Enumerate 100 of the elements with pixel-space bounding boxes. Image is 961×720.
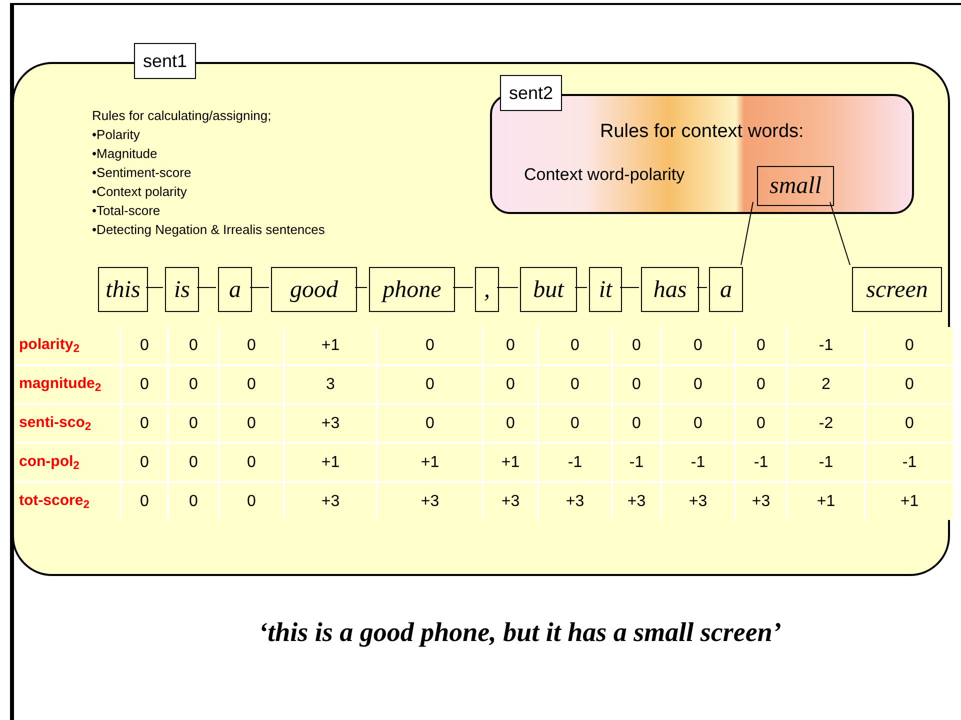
table-cell: +1	[866, 483, 953, 520]
table-cell: 0	[122, 483, 167, 520]
table-cell: 0	[169, 327, 218, 364]
table-cell: +3	[662, 483, 734, 520]
table-cell: +3	[736, 483, 786, 520]
table-cell: 3	[285, 366, 376, 403]
table-cell: 0	[122, 444, 167, 481]
word-box: good	[271, 267, 357, 312]
table-cell: -2	[788, 405, 864, 442]
table-cell: 0	[539, 405, 611, 442]
table-cell: 0	[736, 327, 786, 364]
word-box: is	[165, 267, 199, 312]
table-cell: 0	[484, 366, 537, 403]
connector-line	[696, 287, 708, 288]
table-cell: 0	[662, 327, 734, 364]
connector-line	[830, 202, 850, 266]
table-cell: +1	[285, 327, 376, 364]
panel-text: Context word-polarity	[524, 164, 685, 186]
row-header-cell: polarity$_{2}$	[14, 327, 120, 364]
row-header-cell: tot-score$_{2}$	[14, 483, 120, 520]
table-cell: 0	[613, 405, 660, 442]
panel-heading: Rules for context words:	[600, 120, 804, 144]
rule-item: •Total-score	[92, 202, 162, 220]
table-cell: +1	[484, 444, 537, 481]
word-box: screen	[852, 267, 942, 312]
word-box: ,	[475, 267, 499, 312]
table-cell: 0	[220, 327, 283, 364]
table-cell: 0	[169, 405, 218, 442]
table-cell: -1	[788, 327, 864, 364]
word-box: has	[641, 267, 699, 312]
table-cell: +3	[285, 483, 376, 520]
table-cell: 0	[169, 366, 218, 403]
word-box: it	[589, 267, 622, 312]
table-cell: 0	[220, 483, 283, 520]
word-box: but	[520, 267, 577, 312]
table-cell: -1	[662, 444, 734, 481]
connector-line	[146, 287, 164, 288]
row-header-cell: con-pol$_{2}$	[14, 444, 120, 481]
table-cell: +1	[378, 444, 482, 481]
word-box: this	[98, 267, 148, 312]
table-cell: +3	[539, 483, 611, 520]
connector-line	[196, 287, 216, 288]
table-cell: 0	[220, 444, 283, 481]
row-header-cell: magnitude$_{2}$	[14, 366, 120, 403]
word-box: a	[709, 267, 743, 312]
table-cell: 0	[866, 405, 953, 442]
table-cell: +3	[285, 405, 376, 442]
table-cell: 0	[662, 366, 734, 403]
table-cell: -1	[736, 444, 786, 481]
table-cell: -1	[788, 444, 864, 481]
table-cell: 0	[736, 366, 786, 403]
table-cell: 0	[866, 327, 953, 364]
rule-item: •Polarity	[92, 126, 141, 144]
rules-heading: Rules for calculating/assigning;	[92, 107, 272, 125]
table-cell: 0	[484, 405, 537, 442]
table-cell: +1	[788, 483, 864, 520]
table-cell: 0	[378, 327, 482, 364]
connector-line	[574, 287, 588, 288]
table-cell: 0	[169, 444, 218, 481]
rule-item: •Context polarity	[92, 183, 188, 201]
table-cell: +3	[484, 483, 537, 520]
table-cell: 0	[378, 366, 482, 403]
table-cell: 0	[122, 366, 167, 403]
rule-item: •Sentiment-score	[92, 164, 192, 182]
connector-line	[620, 287, 640, 288]
table-cell: -1	[613, 444, 660, 481]
connector-line	[496, 287, 518, 288]
row-header-cell: senti-sco$_{2}$	[14, 405, 120, 442]
word-box: small	[757, 166, 834, 206]
table-cell: 0	[220, 366, 283, 403]
table-cell: 0	[736, 405, 786, 442]
table-cell: -1	[539, 444, 611, 481]
table-cell: 0	[122, 327, 167, 364]
table-cell: 0	[866, 366, 953, 403]
table-cell: 0	[378, 405, 482, 442]
table-cell: -1	[866, 444, 953, 481]
table-cell: 2	[788, 366, 864, 403]
connector-line	[250, 287, 270, 288]
table-cell: +3	[613, 483, 660, 520]
rule-item: •Detecting Negation & Irrealis sentences	[92, 221, 325, 239]
table-cell: 0	[220, 405, 283, 442]
table-cell: +1	[285, 444, 376, 481]
table-cell: 0	[662, 405, 734, 442]
connector-line	[452, 287, 474, 288]
caption: ‘this is a good phone, but it has a small screen’	[258, 616, 782, 649]
rule-item: •Magnitude	[92, 145, 158, 163]
word-box: a	[218, 267, 252, 312]
table-cell: 0	[613, 327, 660, 364]
table-cell: 0	[613, 366, 660, 403]
connector-line	[354, 287, 368, 288]
word-box: phone	[369, 267, 455, 312]
table-cell: 0	[484, 327, 537, 364]
table-cell: 0	[539, 327, 611, 364]
connector-line	[740, 202, 754, 266]
table-cell: 0	[169, 483, 218, 520]
table-cell: 0	[539, 366, 611, 403]
table-cell: +3	[378, 483, 482, 520]
panel-tab: sent2	[500, 75, 562, 111]
table-cell: 0	[122, 405, 167, 442]
panel-tab: sent1	[134, 43, 196, 79]
